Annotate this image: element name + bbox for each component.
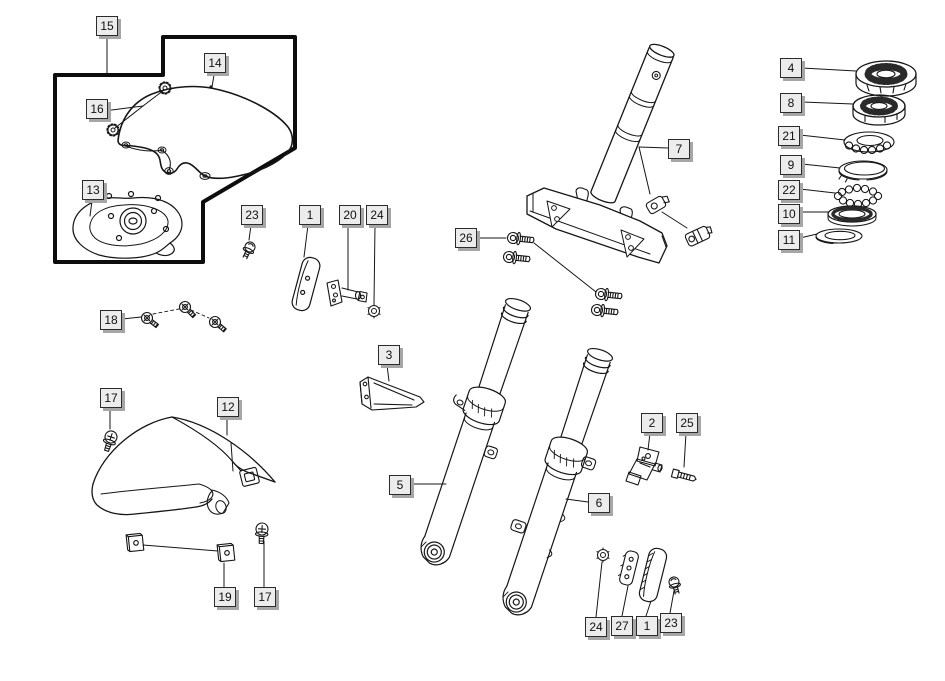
part-screws-18 (140, 300, 227, 333)
part-fender-12 (91, 416, 276, 516)
part-fork-leg-6 (502, 347, 614, 616)
callout-11[interactable]: 11 (778, 230, 800, 250)
part-stem-nut-4 (855, 60, 917, 97)
callout-3[interactable]: 3 (378, 345, 400, 365)
callout-22[interactable]: 22 (778, 180, 800, 200)
part-pad-1b (638, 547, 668, 603)
callout-5[interactable]: 5 (389, 475, 411, 495)
callout-20[interactable]: 20 (339, 205, 361, 225)
callout-7[interactable]: 7 (668, 139, 690, 159)
callout-1[interactable]: 1 (299, 205, 321, 225)
part-bolt-25 (670, 468, 697, 482)
part-fork-leg-5 (420, 297, 532, 566)
callout-2[interactable]: 2 (641, 413, 663, 433)
part-clips-19 (125, 532, 236, 563)
callout-27[interactable]: 27 (611, 616, 633, 636)
part-steering-stem-7 (526, 43, 713, 264)
part-pad-1a (291, 256, 321, 312)
callout-4[interactable]: 4 (780, 58, 802, 78)
callout-1[interactable]: 1 (636, 616, 658, 636)
callout-17[interactable]: 17 (100, 388, 122, 408)
callout-9[interactable]: 9 (780, 155, 802, 175)
callout-24[interactable]: 24 (366, 205, 388, 225)
part-grommets-16 (106, 81, 211, 180)
part-dust-seal-11 (815, 228, 863, 245)
callout-13[interactable]: 13 (82, 180, 104, 200)
callout-24[interactable]: 24 (585, 617, 607, 637)
part-plate-13 (72, 190, 183, 259)
callout-23[interactable]: 23 (660, 613, 682, 633)
callout-17[interactable]: 17 (254, 587, 276, 607)
part-bracket-20 (326, 279, 368, 307)
callout-26[interactable]: 26 (455, 228, 477, 248)
callout-12[interactable]: 12 (217, 397, 239, 417)
callout-8[interactable]: 8 (780, 93, 802, 113)
leader-lines (89, 37, 857, 618)
callout-6[interactable]: 6 (588, 493, 610, 513)
part-race-10 (827, 205, 877, 227)
part-bearing-cone-9 (838, 160, 888, 183)
callout-16[interactable]: 16 (86, 99, 108, 119)
part-plate-27 (617, 550, 639, 586)
callout-21[interactable]: 21 (778, 126, 800, 146)
part-adjuster-nut-8 (852, 94, 906, 126)
part-bearing-race-21 (843, 131, 895, 155)
callout-19[interactable]: 19 (214, 587, 236, 607)
inset-boundary (53, 35, 297, 264)
callout-15[interactable]: 15 (96, 16, 118, 36)
callout-23[interactable]: 23 (241, 205, 263, 225)
part-bracket-2 (625, 446, 663, 486)
callout-25[interactable]: 25 (676, 413, 698, 433)
callout-14[interactable]: 14 (204, 53, 226, 73)
part-bracket-3 (359, 376, 425, 411)
callout-10[interactable]: 10 (778, 204, 800, 224)
callout-18[interactable]: 18 (100, 310, 122, 330)
